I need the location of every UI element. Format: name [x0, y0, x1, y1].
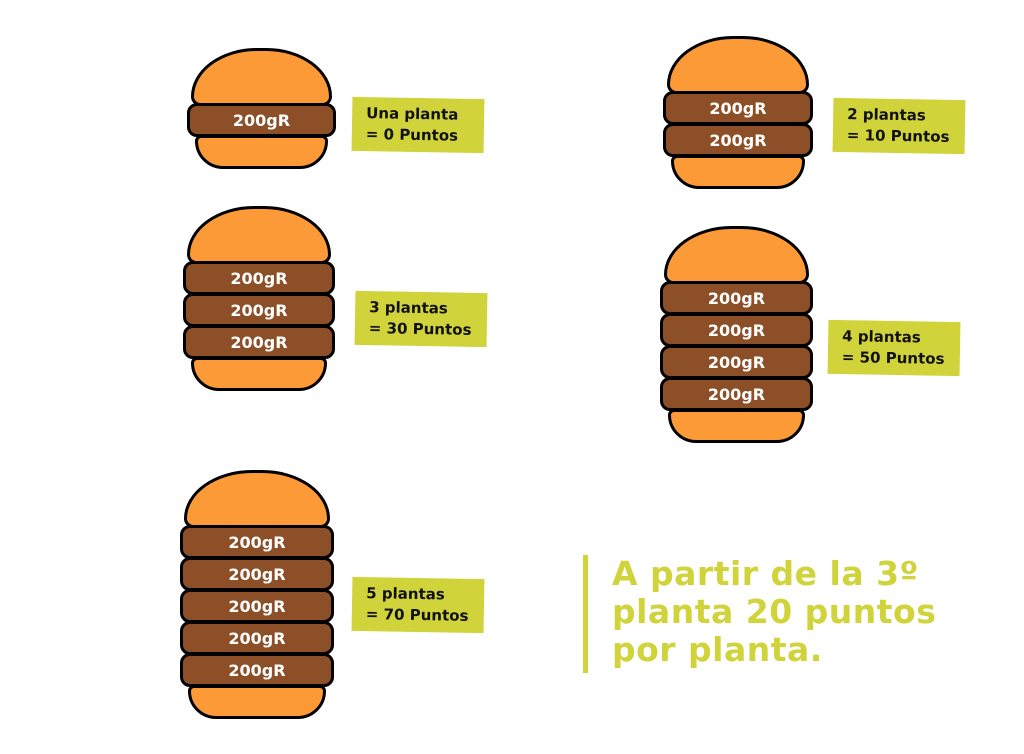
top-bun	[184, 470, 330, 528]
patty: 200gR	[180, 621, 334, 655]
note-accent-bar	[583, 555, 588, 673]
top-bun	[664, 226, 809, 284]
label-line: = 10 Puntos	[846, 126, 950, 146]
points-label-5: 5 plantas= 70 Puntos	[351, 576, 485, 634]
patty: 200gR	[660, 313, 813, 347]
label-line: = 50 Puntos	[841, 348, 945, 368]
label-line: 2 plantas	[847, 105, 926, 125]
bottom-bun	[191, 357, 327, 391]
patty: 200gR	[660, 377, 813, 411]
label-line: 5 plantas	[366, 584, 445, 604]
label-line: Una planta	[366, 104, 459, 124]
points-label-1: Una planta= 0 Puntos	[351, 96, 485, 154]
points-label-2: 2 plantas= 10 Puntos	[832, 97, 966, 155]
note-line: planta 20 puntos	[612, 592, 937, 631]
label-line: 3 plantas	[369, 298, 448, 318]
top-bun	[667, 36, 809, 94]
points-rule-note: A partir de la 3º planta 20 puntos por p…	[612, 555, 936, 669]
points-label-3: 3 plantas= 30 Puntos	[354, 290, 488, 348]
patty: 200gR	[663, 123, 813, 157]
bottom-bun	[188, 685, 326, 719]
note-line: por planta.	[612, 630, 823, 669]
patty: 200gR	[180, 525, 334, 559]
label-line: = 30 Puntos	[368, 319, 472, 339]
label-line: 4 plantas	[842, 327, 921, 347]
label-line: = 0 Puntos	[365, 125, 459, 145]
note-line: A partir de la 3º	[612, 554, 919, 593]
burger-1: 200gR	[187, 48, 336, 169]
patty: 200gR	[183, 325, 335, 359]
patty: 200gR	[183, 293, 335, 327]
patty: 200gR	[187, 103, 336, 137]
bottom-bun	[668, 409, 805, 443]
top-bun	[187, 206, 331, 264]
patty: 200gR	[180, 589, 334, 623]
patty: 200gR	[183, 261, 335, 295]
points-label-4: 4 plantas= 50 Puntos	[827, 319, 961, 377]
patty: 200gR	[180, 557, 334, 591]
label-line: = 70 Puntos	[365, 605, 469, 625]
patty: 200gR	[180, 653, 334, 687]
patty: 200gR	[660, 345, 813, 379]
bottom-bun	[671, 155, 805, 189]
patty: 200gR	[660, 281, 813, 315]
top-bun	[191, 48, 332, 106]
bottom-bun	[195, 135, 328, 169]
patty: 200gR	[663, 91, 813, 125]
